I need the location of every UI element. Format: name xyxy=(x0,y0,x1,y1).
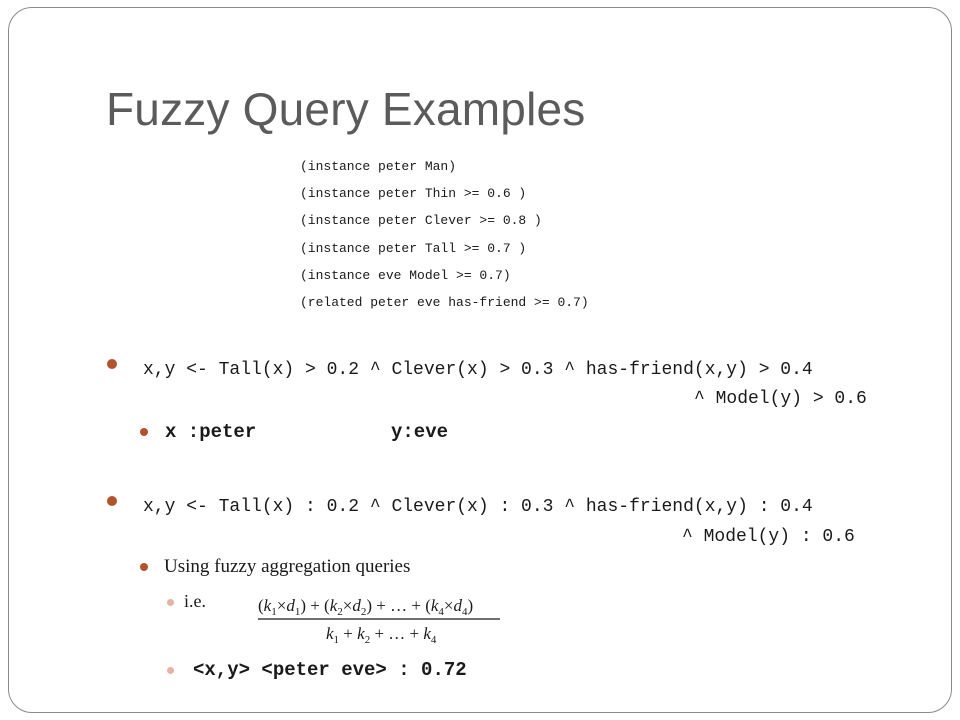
answer-y: y:eve xyxy=(391,421,449,443)
query2-line1: x,y <- Tall(x) : 0.2 ^ Clever(x) : 0.3 ^… xyxy=(143,497,813,517)
aggregation-note: Using fuzzy aggregation queries xyxy=(164,556,411,577)
fact-line: (instance peter Clever >= 0.8 ) xyxy=(300,213,542,229)
sub-sub-bullet-icon xyxy=(167,667,174,674)
slide-frame xyxy=(8,7,952,713)
bullet-icon xyxy=(107,496,117,506)
fact-list: (instance peter Man) (instance peter Thi… xyxy=(300,158,589,321)
aggregation-formula: (k1×d1) + (k2×d2) + … + (k4×d4) k1 + k2 … xyxy=(258,596,500,646)
slide-title: Fuzzy Query Examples xyxy=(106,83,586,135)
fact-line: (instance peter Thin >= 0.6 ) xyxy=(300,186,527,202)
formula-denominator: k1 + k2 + … + k4 xyxy=(326,624,437,646)
query1-line2: ^ Model(y) > 0.6 xyxy=(694,389,867,409)
bullet-icon xyxy=(107,359,117,369)
fact-line: (instance eve Model >= 0.7) xyxy=(300,267,511,283)
fact-line: (related peter eve has-friend >= 0.7) xyxy=(300,294,589,310)
answer-x: x :peter xyxy=(165,421,257,443)
sub-sub-bullet-icon xyxy=(167,599,174,606)
sub-bullet-icon xyxy=(140,563,148,571)
fact-line: (instance peter Tall >= 0.7 ) xyxy=(300,240,527,256)
fact-line: (instance peter Man) xyxy=(300,159,457,174)
query1-line1: x,y <- Tall(x) > 0.2 ^ Clever(x) > 0.3 ^… xyxy=(143,360,813,380)
query2-line2: ^ Model(y) : 0.6 xyxy=(682,527,855,547)
ie-label: i.e. xyxy=(184,591,206,611)
formula-numerator: (k1×d1) + (k2×d2) + … + (k4×d4) xyxy=(258,596,473,618)
query2-result: <x,y> <peter eve> : 0.72 xyxy=(193,659,467,681)
sub-bullet-icon xyxy=(140,428,148,436)
